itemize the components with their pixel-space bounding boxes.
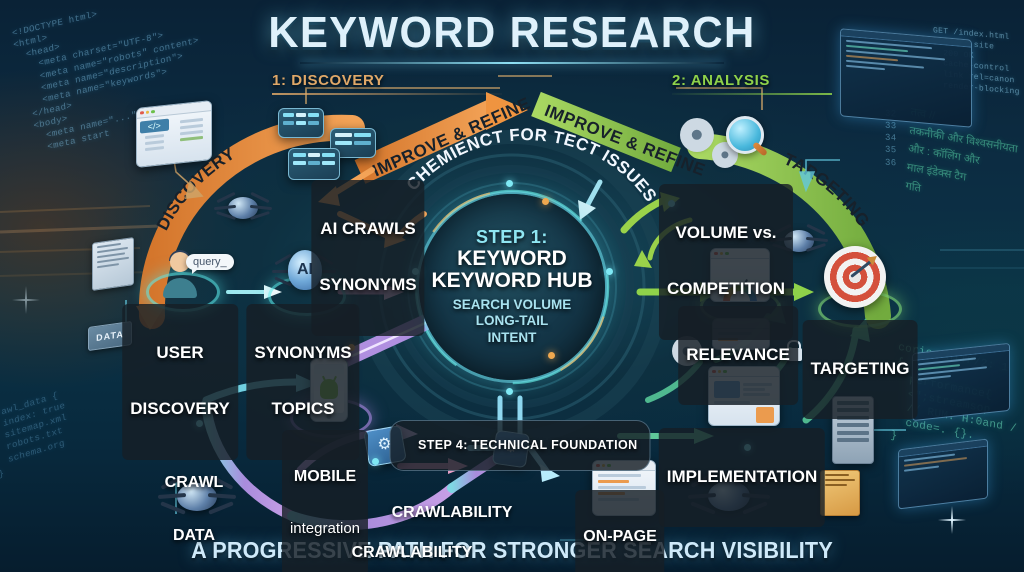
doc-line bbox=[825, 474, 849, 476]
spider-body bbox=[228, 197, 258, 219]
label-line-2: integration bbox=[289, 519, 361, 537]
label-crawlability-lower: CRAWLABILITY bbox=[344, 506, 481, 572]
phase-analysis-rule bbox=[672, 93, 832, 95]
label-targeting: TARGETING bbox=[802, 320, 918, 420]
user-avatar-icon bbox=[160, 250, 200, 298]
doc-line bbox=[97, 263, 119, 269]
code-glyph: </> bbox=[140, 118, 169, 134]
sitemap-document-icon bbox=[820, 470, 860, 516]
label-line-1: AI CRAWLS bbox=[320, 219, 416, 239]
content-line bbox=[179, 123, 203, 130]
label-line-1: RELEVANCE bbox=[686, 345, 790, 365]
keyword-hub: STEP 1: KEYWORD KEYWORD HUB SEARCH VOLUM… bbox=[419, 194, 605, 380]
ai-badge-label: AI bbox=[297, 261, 313, 278]
avatar-torso bbox=[163, 278, 197, 298]
phase-label-discovery: 1: DISCOVERY bbox=[272, 72, 502, 95]
label-user-discovery: USER DISCOVERY bbox=[122, 304, 238, 460]
label-crawl-data: CRAWL DATA bbox=[157, 436, 232, 572]
doc-line bbox=[825, 484, 848, 486]
content-line bbox=[179, 117, 203, 124]
window-dot bbox=[145, 110, 149, 115]
content-line bbox=[145, 146, 164, 152]
doc-line bbox=[97, 256, 129, 264]
label-line-2: COMPETITION bbox=[666, 279, 786, 299]
window-dot bbox=[151, 109, 155, 114]
label-line-2: DATA bbox=[172, 526, 216, 544]
spider-crawler-icon bbox=[213, 186, 273, 230]
connector-node bbox=[606, 268, 613, 275]
server-slot bbox=[837, 438, 869, 442]
label-line-1: CRAWLABILITY bbox=[391, 504, 513, 522]
improve-refine-right-band bbox=[531, 91, 681, 173]
data-card-icon bbox=[288, 148, 340, 180]
content-line bbox=[598, 474, 642, 477]
label-relevance: RELEVANCE bbox=[678, 306, 798, 406]
content-line bbox=[145, 134, 164, 140]
label-on-page-integration: ON-PAGE integration bbox=[575, 490, 665, 572]
label-line-1: MOBILE bbox=[293, 468, 357, 486]
label-line-1: IMPLEMENTATION bbox=[666, 467, 818, 487]
code-browser-icon: </> bbox=[136, 100, 212, 168]
query-bubble: query_ bbox=[186, 254, 234, 274]
hub-subtitle-3: INTENT bbox=[487, 330, 537, 346]
query-bubble-text: query_ bbox=[193, 256, 227, 268]
content-line bbox=[145, 140, 164, 146]
connector-node bbox=[372, 458, 379, 465]
label-mobile-integration: MOBILE integration bbox=[281, 430, 369, 572]
cta-block bbox=[756, 407, 774, 423]
content-line bbox=[179, 135, 203, 142]
window-dot bbox=[140, 110, 144, 115]
phase-label-discovery-text: 1: DISCOVERY bbox=[272, 72, 385, 89]
connector-node bbox=[548, 352, 555, 359]
label-line-1: VOLUME vs. bbox=[675, 223, 777, 243]
phase-discovery-rule bbox=[272, 93, 502, 95]
spider-crawler-icon bbox=[157, 468, 237, 526]
title-underline bbox=[300, 62, 724, 64]
data-tag-label: DATA bbox=[96, 329, 124, 343]
label-line-1: SYNONYMS bbox=[254, 343, 352, 363]
label-line-2: DISCOVERY bbox=[130, 399, 230, 419]
server-slot bbox=[837, 423, 869, 427]
server-slot bbox=[837, 430, 869, 435]
hub-subtitle-2: LONG-TAIL bbox=[475, 313, 549, 329]
label-line-1: CRAWLABILITY bbox=[351, 544, 473, 562]
connector-node bbox=[506, 388, 513, 395]
hub-title-line2: KEYWORD HUB bbox=[431, 269, 593, 293]
label-line-2: TOPICS bbox=[271, 399, 335, 419]
label-line-1: TARGETING bbox=[810, 359, 910, 379]
step4-pill-text: STEP 4: TECHNICAL FOUNDATION bbox=[417, 437, 638, 452]
label-line-2: SYNONYMS bbox=[319, 275, 417, 295]
label-line-1: CRAWL bbox=[164, 474, 224, 492]
label-line-1: USER bbox=[156, 343, 204, 363]
content-line bbox=[598, 486, 647, 489]
content-line bbox=[179, 129, 203, 136]
label-line-1: ON-PAGE bbox=[583, 528, 657, 546]
connector-lines bbox=[165, 75, 763, 199]
phase-label-analysis-text: 2: ANALYSIS bbox=[672, 72, 771, 89]
spider-leg bbox=[272, 270, 292, 273]
hub-title-line1: KEYWORD bbox=[457, 247, 567, 271]
phase-label-analysis: 2: ANALYSIS bbox=[672, 72, 832, 95]
gear-icon bbox=[716, 146, 734, 164]
improve-refine-left-band bbox=[354, 92, 528, 184]
connector-node bbox=[542, 198, 549, 205]
content-line-highlight bbox=[598, 480, 629, 483]
connector-node bbox=[506, 180, 513, 187]
doc-line bbox=[825, 479, 855, 481]
data-document-icon bbox=[92, 237, 134, 291]
gear-icon bbox=[684, 122, 710, 148]
avatar-head bbox=[170, 252, 190, 272]
label-step4-technical-foundation: STEP 4: TECHNICAL FOUNDATION bbox=[389, 420, 651, 472]
label-crawlability-upper: CRAWLABILITY bbox=[384, 466, 521, 560]
hub-subtitle-1: SEARCH VOLUME bbox=[452, 296, 572, 312]
label-implementation: IMPLEMENTATION bbox=[658, 428, 826, 528]
hub-step-label: STEP 1: bbox=[476, 227, 548, 248]
page-title: KEYWORD RESEARCH bbox=[268, 8, 756, 57]
data-card-icon bbox=[278, 108, 324, 138]
